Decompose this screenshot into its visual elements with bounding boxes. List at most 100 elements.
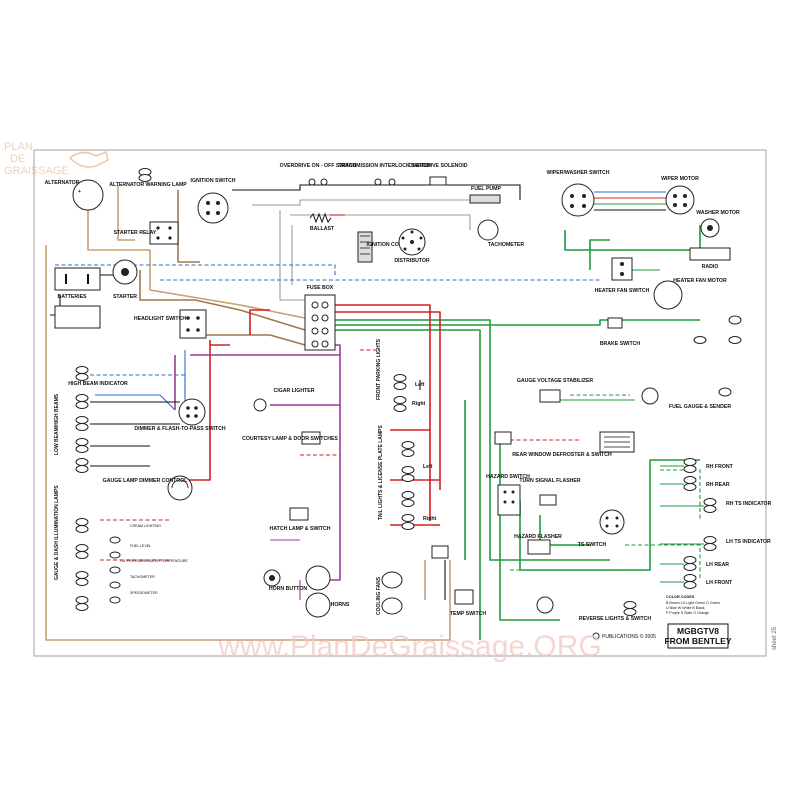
rear-window-defroster: REAR WINDOW DEFROSTER & SWITCH <box>494 431 635 458</box>
svg-text:TRANSMISSION INTERLOCK SWITCH: TRANSMISSION INTERLOCK SWITCH <box>338 163 432 169</box>
brake-switch: BRAKE SWITCH <box>600 315 742 347</box>
site-logo: PLAN DE GRAISSAGE <box>4 141 109 177</box>
svg-text:FUSE BOX: FUSE BOX <box>307 285 334 291</box>
svg-text:SPEEDOMETER: SPEEDOMETER <box>130 591 158 595</box>
svg-text:BALLAST: BALLAST <box>310 226 335 232</box>
temp-switch: TEMP SWITCH <box>450 589 486 617</box>
svg-text:HORN BUTTON: HORN BUTTON <box>269 586 307 592</box>
lh-front-lamp: LH FRONT <box>683 574 733 589</box>
svg-text:MGBGTV8: MGBGTV8 <box>677 626 719 636</box>
watermark: www.PlanDeGraissage.ORG <box>217 630 601 663</box>
svg-text:B Brown LG Light Green G Gre: B Brown LG Light Green G Green <box>666 601 720 605</box>
heater-fan-switch: HEATER FAN SWITCH <box>595 257 650 294</box>
cigar-lighter: CIGAR LIGHTER <box>253 388 315 412</box>
svg-text:REAR WINDOW DEFROSTER & SWITCH: REAR WINDOW DEFROSTER & SWITCH <box>512 452 612 458</box>
svg-text:CIGAR LIGHTER: CIGAR LIGHTER <box>274 388 315 394</box>
svg-text:TAIL LIGHTS & LICENSE PLATE LA: TAIL LIGHTS & LICENSE PLATE LAMPS <box>378 425 384 520</box>
diagram-frame <box>33 149 767 657</box>
fuse-box: FUSE BOX <box>304 285 336 351</box>
svg-text:HIGH BEAM INDICATOR: HIGH BEAM INDICATOR <box>68 381 128 387</box>
gauge-lamp-dimmer: GAUGE LAMP DIMMER CONTROL <box>103 475 193 501</box>
svg-text:COOLING FANS: COOLING FANS <box>376 576 382 615</box>
courtesy-lamp: COURTESY LAMP & DOOR SWITCHES <box>242 431 338 445</box>
svg-text:HAZARD FLASHER: HAZARD FLASHER <box>514 534 562 540</box>
svg-text:HAZARD SWITCH: HAZARD SWITCH <box>486 474 530 480</box>
svg-text:REVERSE LIGHTS & SWITCH: REVERSE LIGHTS & SWITCH <box>579 616 652 622</box>
svg-text:RADIO: RADIO <box>702 264 719 270</box>
ts-switch: TS SWITCH <box>578 509 625 548</box>
svg-text:LOW BEAM/HIGH BEAMS: LOW BEAM/HIGH BEAMS <box>54 393 60 455</box>
svg-text:RH REAR: RH REAR <box>706 482 730 488</box>
svg-text:WASHER MOTOR: WASHER MOTOR <box>696 210 740 216</box>
svg-text:FROM BENTLEY: FROM BENTLEY <box>664 636 731 646</box>
svg-text:STARTER RELAY: STARTER RELAY <box>114 230 157 236</box>
svg-text:OVERDRIVE ON - OFF SWITCH: OVERDRIVE ON - OFF SWITCH <box>280 163 357 169</box>
tachometer: TACHOMETER <box>477 219 524 248</box>
rh-ts-indicator: RH TS INDICATOR <box>703 498 772 513</box>
svg-text:GAUGE & DASH ILLUMINATION LAMP: GAUGE & DASH ILLUMINATION LAMPS <box>54 485 60 580</box>
gauge-voltage-stabilizer: GAUGE VOLTAGE STABILIZER <box>517 378 593 403</box>
svg-text:HORNS: HORNS <box>331 602 350 608</box>
svg-text:Left: Left <box>415 382 425 388</box>
svg-text:CREAM LIGHTING: CREAM LIGHTING <box>130 524 161 528</box>
svg-text:RH TS INDICATOR: RH TS INDICATOR <box>726 501 772 507</box>
svg-text:+: + <box>78 189 81 195</box>
headlight-switch: HEADLIGHT SWITCH <box>134 309 207 339</box>
svg-text:Right: Right <box>423 516 437 522</box>
svg-text:FUEL PUMP: FUEL PUMP <box>471 186 501 192</box>
headlamps: LOW BEAM/HIGH BEAMS <box>54 393 89 473</box>
svg-text:RH FRONT: RH FRONT <box>706 464 734 470</box>
high-beam-indicator: HIGH BEAM INDICATOR <box>68 366 128 387</box>
starter-relay: STARTER RELAY <box>114 221 179 245</box>
svg-text:Right: Right <box>412 401 426 407</box>
svg-text:GRAISSAGE: GRAISSAGE <box>4 165 69 177</box>
svg-text:FRONT PARKING LIGHTS: FRONT PARKING LIGHTS <box>376 338 382 400</box>
title-block: MGBGTV8 FROM BENTLEY <box>664 623 732 649</box>
svg-text:GAUGE LAMP DIMMER CONTROL: GAUGE LAMP DIMMER CONTROL <box>103 478 188 484</box>
ignition-coil: IGNITION COIL <box>357 231 405 263</box>
fuel-pump: FUEL PUMP <box>469 186 501 204</box>
hazard-flasher: HAZARD FLASHER <box>514 534 562 555</box>
svg-text:LH TS INDICATOR: LH TS INDICATOR <box>726 539 771 545</box>
front-parking-lights: FRONT PARKING LIGHTS Left Right <box>376 338 426 412</box>
fuel-gauge-sender: FUEL GAUGE & SENDER <box>641 387 732 410</box>
svg-text:IGNITION SWITCH: IGNITION SWITCH <box>191 178 236 184</box>
svg-text:TS SWITCH: TS SWITCH <box>578 542 607 548</box>
turn-signal-flasher: TURN SIGNAL FLASHER <box>519 478 581 506</box>
svg-text:DE: DE <box>10 153 25 165</box>
starter: STARTER <box>112 259 138 300</box>
horn-button: HORN BUTTON <box>263 569 307 592</box>
rh-front-lamp: RH FRONT <box>683 458 734 473</box>
distributor: DISTRIBUTOR <box>394 228 430 264</box>
svg-text:ALTERNATOR: ALTERNATOR <box>45 180 80 186</box>
wiper-motor: WIPER MOTOR <box>661 176 699 215</box>
svg-text:HEADLIGHT SWITCH: HEADLIGHT SWITCH <box>134 316 186 322</box>
gauge-dash-lamps: GAUGE & DASH ILLUMINATION LAMPS <box>54 485 89 611</box>
svg-text:FUEL GAUGE & SENDER: FUEL GAUGE & SENDER <box>669 404 731 410</box>
svg-text:COLOR CODES: COLOR CODES <box>666 595 695 599</box>
dimmer-switch: DIMMER & FLASH-TO-PASS SWITCH <box>134 398 226 432</box>
lh-rear-lamp: LH REAR <box>683 556 729 571</box>
brake-lamps <box>693 336 742 344</box>
svg-text:TURN SIGNAL FLASHER: TURN SIGNAL FLASHER <box>519 478 581 484</box>
svg-text:HEATER FAN MOTOR: HEATER FAN MOTOR <box>673 278 727 284</box>
batteries: BATTERIES <box>54 267 101 329</box>
svg-text:TACHOMETER: TACHOMETER <box>488 242 524 248</box>
washer-motor: WASHER MOTOR <box>696 210 740 238</box>
svg-text:COURTESY LAMP & DOOR SWITCHES: COURTESY LAMP & DOOR SWITCHES <box>242 436 338 442</box>
wiper-washer-switch: WIPER/WASHER SWITCH <box>546 170 610 217</box>
svg-text:TEMP SWITCH: TEMP SWITCH <box>450 611 486 617</box>
svg-text:PUBLICATIONS © 2005: PUBLICATIONS © 2005 <box>602 633 656 640</box>
color-code-key: COLOR CODES B Brown LG Light Green G Gre… <box>666 595 720 615</box>
svg-text:WIPER/WASHER SWITCH: WIPER/WASHER SWITCH <box>546 170 609 176</box>
overdrive-switch: OVERDRIVE ON - OFF SWITCH <box>280 163 357 186</box>
hazard-switch: HAZARD SWITCH <box>486 474 530 516</box>
svg-text:IGNITION COIL: IGNITION COIL <box>367 242 405 248</box>
overdrive-solenoid: OVERDRIVE SOLENOID <box>408 163 468 186</box>
svg-text:WIPER MOTOR: WIPER MOTOR <box>661 176 699 182</box>
cooling-fans: COOLING FANS <box>376 545 449 615</box>
svg-text:Left: Left <box>423 464 433 470</box>
svg-text:U Blue W White B Bla: U Blue W White B Black <box>666 606 705 610</box>
lh-ts-indicator: LH TS INDICATOR <box>703 536 771 551</box>
tail-lights: TAIL LIGHTS & LICENSE PLATE LAMPS Left R… <box>378 425 437 530</box>
